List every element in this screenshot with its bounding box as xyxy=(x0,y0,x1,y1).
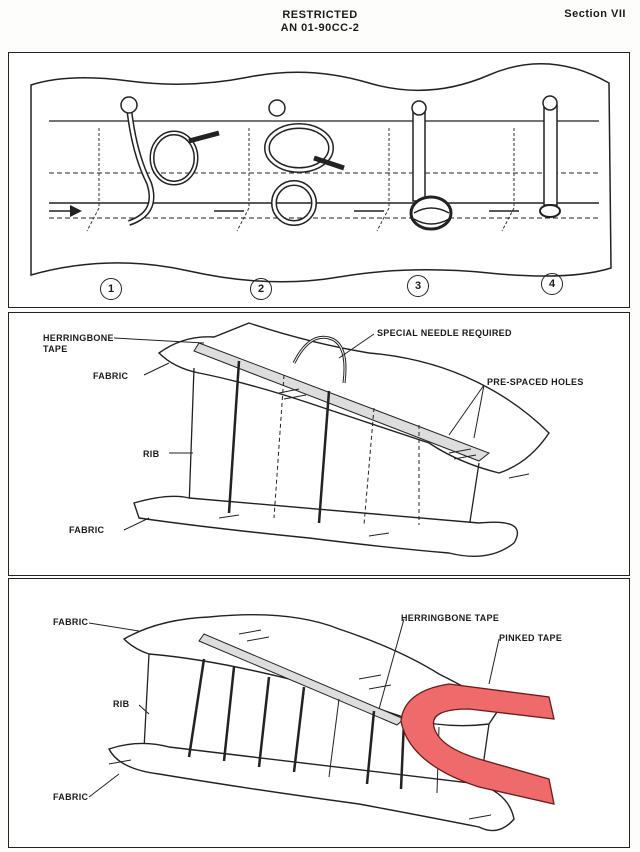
rib-stitching-panel: HERRINGBONE TAPE FABRIC RIB FABRIC SPECI… xyxy=(8,312,630,576)
step-number-1: 1 xyxy=(100,278,122,300)
knot-steps-illustration xyxy=(30,63,612,283)
pinked-tape-illustration xyxy=(88,614,555,832)
step-number-2: 2 xyxy=(250,278,272,300)
label-pinked-tape: PINKED TAPE xyxy=(499,633,563,643)
label-fabric-top: FABRIC xyxy=(53,617,89,627)
label-herringbone-tape: HERRINGBONE TAPE xyxy=(43,333,114,354)
label-pre-spaced-holes: PRE-SPACED HOLES xyxy=(487,377,584,387)
label-fabric-top: FABRIC xyxy=(93,371,129,381)
rib-stitching-illustration xyxy=(113,322,550,558)
classification-header: RESTRICTED xyxy=(282,9,358,21)
document-number: AN 01-90CC-2 xyxy=(280,22,360,34)
knot-step-3 xyxy=(354,100,453,232)
step-number-3: 3 xyxy=(407,275,429,297)
label-fabric-bottom: FABRIC xyxy=(69,525,105,535)
knot-step-2 xyxy=(214,99,345,232)
step-number-4: 4 xyxy=(541,273,563,295)
knot-step-1 xyxy=(49,96,220,232)
knot-steps-panel: 1 2 3 4 xyxy=(8,52,630,308)
label-fabric-bottom: FABRIC xyxy=(53,792,89,802)
label-herringbone-tape: HERRINGBONE TAPE xyxy=(401,613,500,623)
pinked-tape-highlight xyxy=(400,683,555,805)
pinked-tape-panel: FABRIC RIB FABRIC HERRINGBONE TAPE PINKE… xyxy=(8,578,630,848)
label-rib: RIB xyxy=(113,699,130,709)
knot-step-4 xyxy=(489,95,561,232)
label-rib: RIB xyxy=(143,449,160,459)
label-special-needle: SPECIAL NEEDLE REQUIRED xyxy=(377,328,512,338)
section-label: Section VII xyxy=(564,8,626,20)
